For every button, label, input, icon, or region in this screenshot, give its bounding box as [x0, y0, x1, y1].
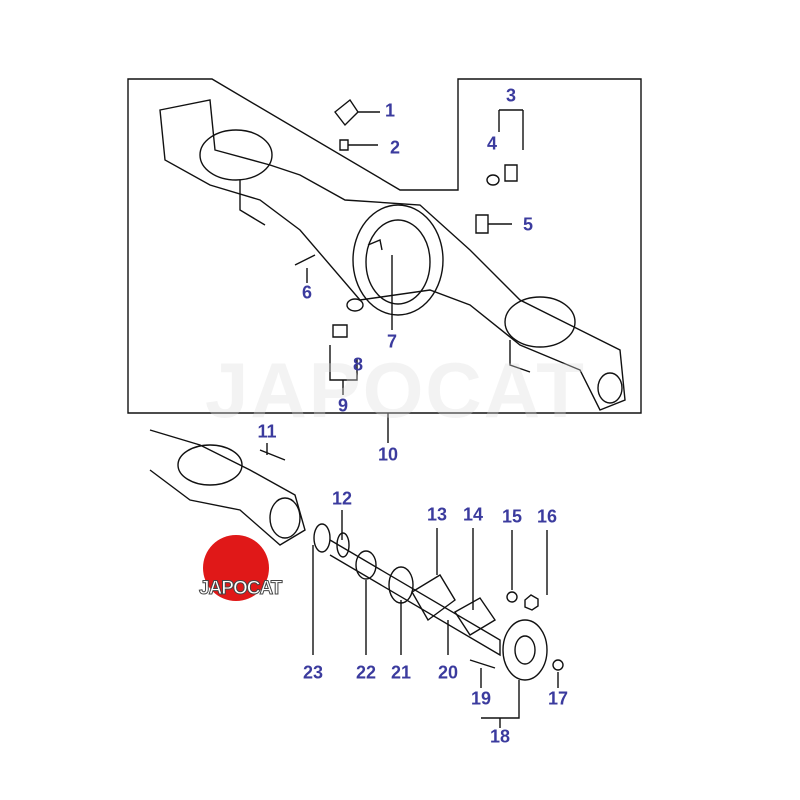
callout-5: 5	[522, 214, 534, 235]
callout-7: 7	[386, 331, 398, 352]
callout-18: 18	[489, 726, 511, 747]
part-12	[336, 532, 350, 558]
part-17	[552, 659, 564, 671]
part-2	[339, 139, 378, 151]
callout-20: 20	[437, 662, 459, 683]
callout-12: 12	[331, 488, 353, 509]
callout-6: 6	[301, 282, 313, 303]
callout-17: 17	[547, 688, 569, 709]
axle-housing	[159, 99, 626, 411]
leaders	[312, 510, 559, 728]
part-21	[388, 566, 414, 604]
callout-23: 23	[302, 662, 324, 683]
part-14	[454, 597, 496, 636]
callout-21: 21	[390, 662, 412, 683]
callout-9: 9	[337, 395, 349, 416]
part-1	[334, 98, 380, 127]
part-4	[486, 174, 500, 186]
callout-1: 1	[384, 100, 396, 121]
callout-8: 8	[352, 354, 364, 375]
callout-13: 13	[426, 504, 448, 525]
callout-2: 2	[389, 137, 401, 158]
part-23	[313, 523, 331, 553]
callout-14: 14	[462, 504, 484, 525]
part-16	[524, 594, 539, 611]
callout-4: 4	[486, 133, 498, 154]
logo	[203, 535, 269, 601]
part-5	[475, 214, 512, 234]
part-18-flange	[502, 619, 548, 681]
watermark: JAPOCAT	[205, 346, 586, 434]
callout-11: 11	[257, 421, 277, 442]
shaft-assembly	[149, 429, 564, 728]
part-3	[504, 164, 518, 182]
callout-15: 15	[501, 506, 523, 527]
logo-text: JAPOCAT	[198, 578, 282, 600]
callout-3: 3	[505, 85, 517, 106]
part-3-bracket	[498, 109, 524, 150]
part-19	[469, 659, 496, 669]
callout-10: 10	[377, 444, 399, 465]
part-22	[355, 550, 377, 580]
callout-16: 16	[536, 506, 558, 527]
part-13	[411, 574, 456, 622]
callout-22: 22	[355, 662, 377, 683]
callout-19: 19	[470, 688, 492, 709]
part-6	[294, 254, 316, 266]
assembly-frame	[127, 78, 642, 414]
part-8-ring	[346, 298, 364, 312]
part-15	[506, 591, 518, 603]
part-7	[367, 239, 393, 330]
